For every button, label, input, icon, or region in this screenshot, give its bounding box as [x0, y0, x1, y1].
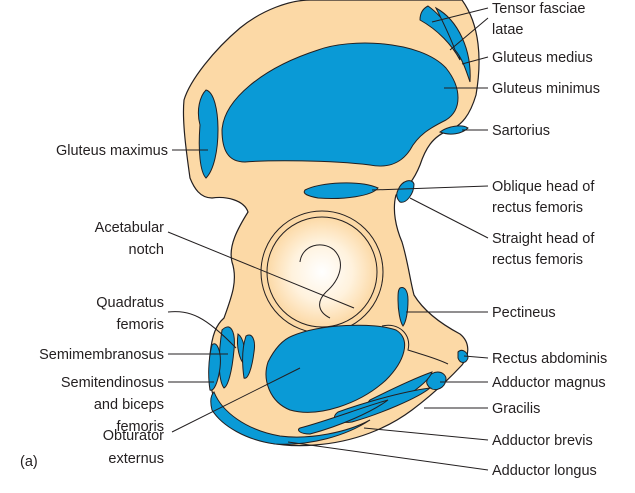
label-tensor-fasciae-latae-line1: Tensor fasciae: [492, 1, 586, 17]
label-gluteus-medius: Gluteus medius: [492, 50, 593, 66]
label-semimembranosus: Semimembranosus: [39, 347, 164, 363]
panel-letter: (a): [20, 454, 38, 470]
label-obturator-externus-line2: externus: [108, 451, 164, 467]
label-quadratus-femoris-line1: Quadratus: [96, 295, 164, 311]
label-gluteus-maximus: Gluteus maximus: [56, 143, 168, 159]
label-oblique-head-line1: Oblique head of: [492, 179, 595, 195]
acetabular-fossa: [267, 217, 377, 327]
label-adductor-brevis: Adductor brevis: [492, 433, 593, 449]
label-straight-head-line1: Straight head of: [492, 231, 595, 247]
label-tensor-fasciae-latae-line2: latae: [492, 22, 523, 38]
label-semitendinosus-line1: Semitendinosus: [61, 375, 164, 391]
label-acetabular-notch-line1: Acetabular: [95, 220, 164, 236]
label-obturator-externus-line1-visible: Obturator: [103, 428, 164, 444]
label-sartorius: Sartorius: [492, 123, 550, 139]
label-rectus-abdominis: Rectus abdominis: [492, 351, 607, 367]
label-straight-head-line2: rectus femoris: [492, 252, 583, 268]
label-adductor-longus: Adductor longus: [492, 463, 597, 479]
label-oblique-head-line2: rectus femoris: [492, 200, 583, 216]
label-pectineus: Pectineus: [492, 305, 556, 321]
label-acetabular-notch-line2: notch: [129, 242, 164, 258]
label-gracilis: Gracilis: [492, 401, 540, 417]
label-quadratus-femoris-line2: femoris: [116, 317, 164, 333]
label-gluteus-minimus: Gluteus minimus: [492, 81, 600, 97]
label-semitendinosus-line2: and biceps: [94, 397, 164, 413]
label-adductor-magnus: Adductor magnus: [492, 375, 606, 391]
